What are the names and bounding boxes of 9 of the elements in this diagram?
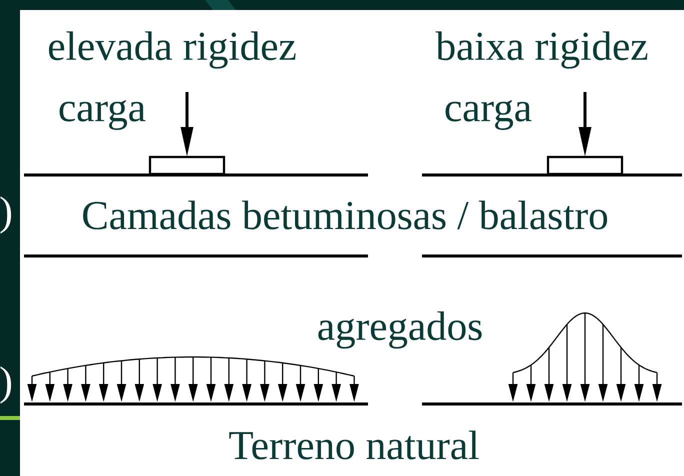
label-text: elevada rigidez — [48, 31, 296, 69]
label-text: ) — [0, 196, 12, 234]
label-text: ) — [0, 366, 12, 404]
label-text: agregados — [318, 311, 482, 349]
label-text: Camadas betuminosas / balastro — [83, 200, 608, 230]
label-text: carga — [446, 100, 532, 130]
label-text: Terreno natural — [229, 430, 479, 460]
label-text: baixa rigidez — [436, 31, 648, 69]
label-text: carga — [60, 100, 146, 130]
